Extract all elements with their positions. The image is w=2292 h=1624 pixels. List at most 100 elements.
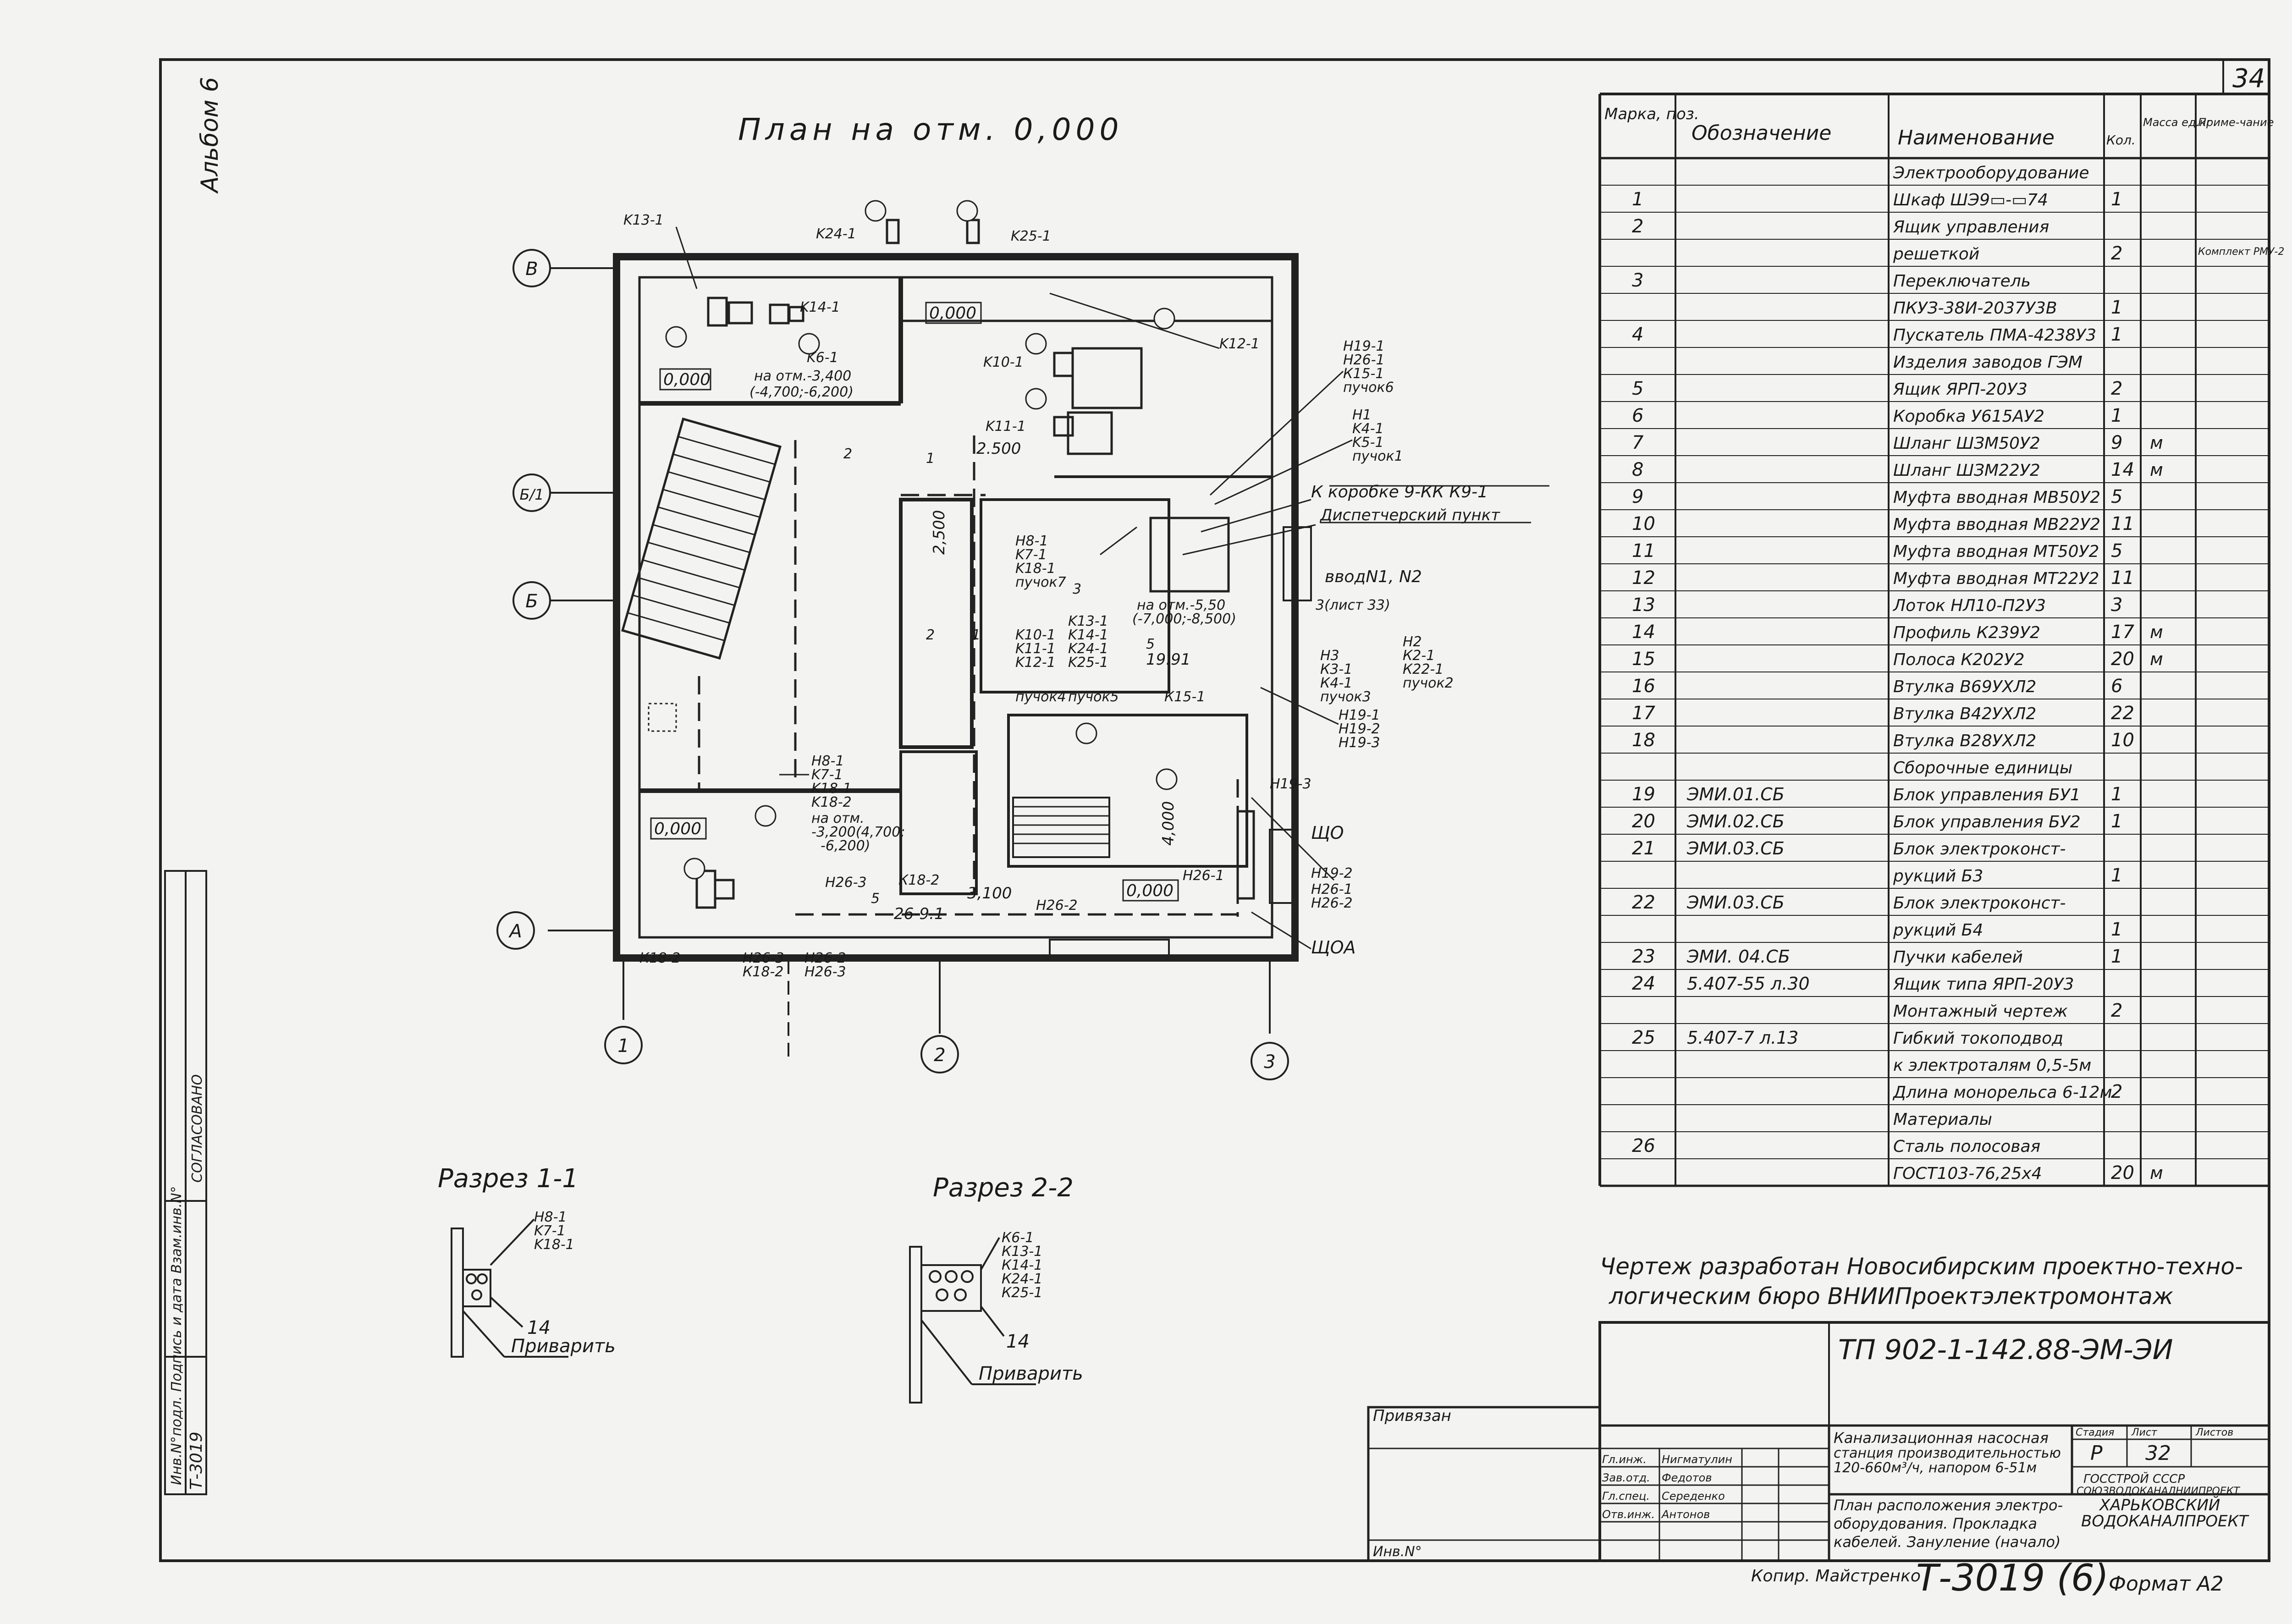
spec-name: Сборочные единицы — [1893, 759, 2072, 777]
s1-label-1: H8-1 — [534, 1209, 567, 1225]
sheet-value: 32 — [2145, 1442, 2171, 1465]
spec-qty: 20 — [2111, 649, 2134, 670]
spec-qty: 1 — [2111, 297, 2122, 318]
axis-labels: В Б/1 Б А 1 2 3 — [508, 259, 1275, 1073]
title-line-6: кабелей. Зануление (начало) — [1834, 1533, 2061, 1551]
svg-text:Н19-1: Н19-1 — [1339, 707, 1380, 723]
spec-qty: 2 — [2111, 378, 2122, 399]
svg-text:3,100: 3,100 — [967, 884, 1012, 903]
spec-name: решеткой — [1893, 245, 1979, 264]
spec-name: Ящик типа ЯРП-20У3 — [1893, 975, 2074, 994]
svg-text:1: 1 — [972, 627, 981, 643]
spec-pos: 17 — [1632, 703, 1655, 724]
axis-bubble-3 — [1251, 1042, 1289, 1080]
stage-value: Р — [2090, 1442, 2103, 1465]
axis-lines — [548, 267, 1271, 1063]
spec-mass: м — [2150, 460, 2163, 480]
album-label: Альбом 6 — [196, 77, 224, 194]
svg-text:K10-1: K10-1 — [1015, 627, 1056, 643]
svg-text:1: 1 — [926, 451, 935, 467]
spec-name: Длина монорельса 6-12м — [1892, 1083, 2112, 1102]
spec-name: Пучки кабелей — [1893, 948, 2023, 967]
svg-text:K12-1: K12-1 — [1015, 655, 1056, 671]
cable-labels: K13-1 K24-1 K25-1 K14-1 K6-1 на отм.-3,4… — [623, 212, 1500, 980]
spec-name: рукций Б4 — [1893, 921, 1983, 940]
svg-text:K25-1: K25-1 — [1011, 228, 1051, 244]
plan-title: План на отм. 0,000 — [738, 112, 1123, 147]
spec-name: Втулка В28УХЛ2 — [1893, 732, 2036, 750]
svg-text:Н26-2: Н26-2 — [804, 950, 846, 966]
svg-text:2: 2 — [926, 627, 935, 643]
svg-text:19.91: 19.91 — [1146, 650, 1190, 669]
spec-name: Шланг ШЗМ22У2 — [1893, 461, 2040, 480]
spec-pos: 4 — [1632, 324, 1643, 345]
svg-text:Н2: Н2 — [1403, 634, 1422, 650]
svg-text:26-9.1: 26-9.1 — [894, 905, 944, 923]
spec-pos: 14 — [1632, 622, 1655, 643]
svg-text:K18-1: K18-1 — [811, 781, 852, 797]
spec-qty: 3 — [2111, 595, 2122, 616]
spec-name: Шкаф ШЭ9▭-▭74 — [1893, 191, 2048, 209]
svg-text:пучок3: пучок3 — [1320, 689, 1371, 705]
spec-designation: ЭМИ.03.СБ — [1686, 892, 1785, 913]
spec-pos: 12 — [1632, 567, 1655, 589]
spec-qty: 1 — [2111, 784, 2122, 805]
spec-qty: 14 — [2111, 459, 2134, 480]
spec-mass: м — [2150, 433, 2163, 453]
svg-text:H1: H1 — [1352, 407, 1372, 423]
svg-text:K18-1: K18-1 — [1015, 561, 1056, 577]
spec-header-name: Наименование — [1898, 126, 2055, 149]
spec-pos: 24 — [1632, 973, 1655, 994]
svg-text:K14-1: K14-1 — [1068, 627, 1108, 643]
svg-text:на отм.-5,50: на отм.-5,50 — [1137, 597, 1225, 613]
axis-bubble-v — [512, 249, 551, 287]
developer-note-2: логическим бюро ВНИИПроектэлектромонтаж — [1609, 1283, 2173, 1310]
section-2-title: Разрез 2-2 — [933, 1173, 1074, 1203]
dimension-labels: 2.500 2,500 4,000 3,100 19.91 26-9.1 — [894, 440, 1190, 923]
svg-text:H8-1: H8-1 — [1015, 533, 1048, 549]
spec-name: ГОСТ103-76,25х4 — [1893, 1164, 2042, 1183]
spec-pos: 10 — [1632, 513, 1655, 534]
privyazan-label: Привязан — [1373, 1407, 1451, 1425]
spec-name: Пускатель ПМА-4238У3 — [1893, 326, 2096, 345]
side-stamp-inv: Т-3019 — [187, 1431, 206, 1490]
svg-text:ЩО: ЩО — [1311, 823, 1344, 843]
svg-text:2: 2 — [843, 446, 852, 462]
spec-pos: 11 — [1632, 540, 1655, 562]
role-4: Отв.инж. — [1602, 1508, 1655, 1521]
role-3: Гл.спец. — [1602, 1490, 1650, 1503]
svg-text:Н26-1: Н26-1 — [1343, 352, 1385, 368]
spec-header-designation: Обозначение — [1691, 121, 1831, 145]
svg-text:K7-1: K7-1 — [811, 767, 843, 783]
sheet-header: Лист — [2131, 1427, 2158, 1438]
name-4: Антонов — [1661, 1508, 1710, 1521]
svg-text:K24-1: K24-1 — [816, 226, 856, 242]
svg-text:2: 2 — [934, 1045, 945, 1066]
svg-text:Н19-3: Н19-3 — [1270, 776, 1311, 792]
spec-pos: 16 — [1632, 676, 1655, 697]
svg-text:пучок7: пучок7 — [1015, 574, 1066, 590]
spec-mass: м — [2150, 622, 2163, 642]
side-stamp — [164, 870, 207, 1495]
svg-text:0,000: 0,000 — [663, 370, 711, 389]
spec-pos: 20 — [1632, 811, 1655, 832]
spec-pos: 5 — [1632, 378, 1643, 399]
svg-text:Н19-1: Н19-1 — [1343, 338, 1385, 354]
spec-pos: 3 — [1632, 270, 1643, 291]
spec-name: Втулка В42УХЛ2 — [1893, 705, 2036, 723]
s1-label-2: K7-1 — [534, 1223, 566, 1239]
axis-bubbles — [496, 249, 1289, 1080]
svg-text:К22-1: К22-1 — [1403, 661, 1444, 677]
section-1 — [451, 1218, 568, 1358]
s2-weld-note: Приварить — [979, 1363, 1083, 1384]
svg-text:4,000: 4,000 — [1159, 801, 1178, 846]
svg-text:на отм.-3,400: на отм.-3,400 — [754, 368, 851, 384]
inv-no-label: Инв.N° — [1373, 1544, 1422, 1560]
sheet-number: 34 — [2232, 64, 2265, 94]
title-line-2: станция производительностью — [1834, 1445, 2061, 1461]
name-2: Федотов — [1662, 1471, 1712, 1484]
axis-bubble-b — [512, 581, 551, 620]
svg-text:-3,200(4,700;: -3,200(4,700; — [811, 824, 905, 840]
